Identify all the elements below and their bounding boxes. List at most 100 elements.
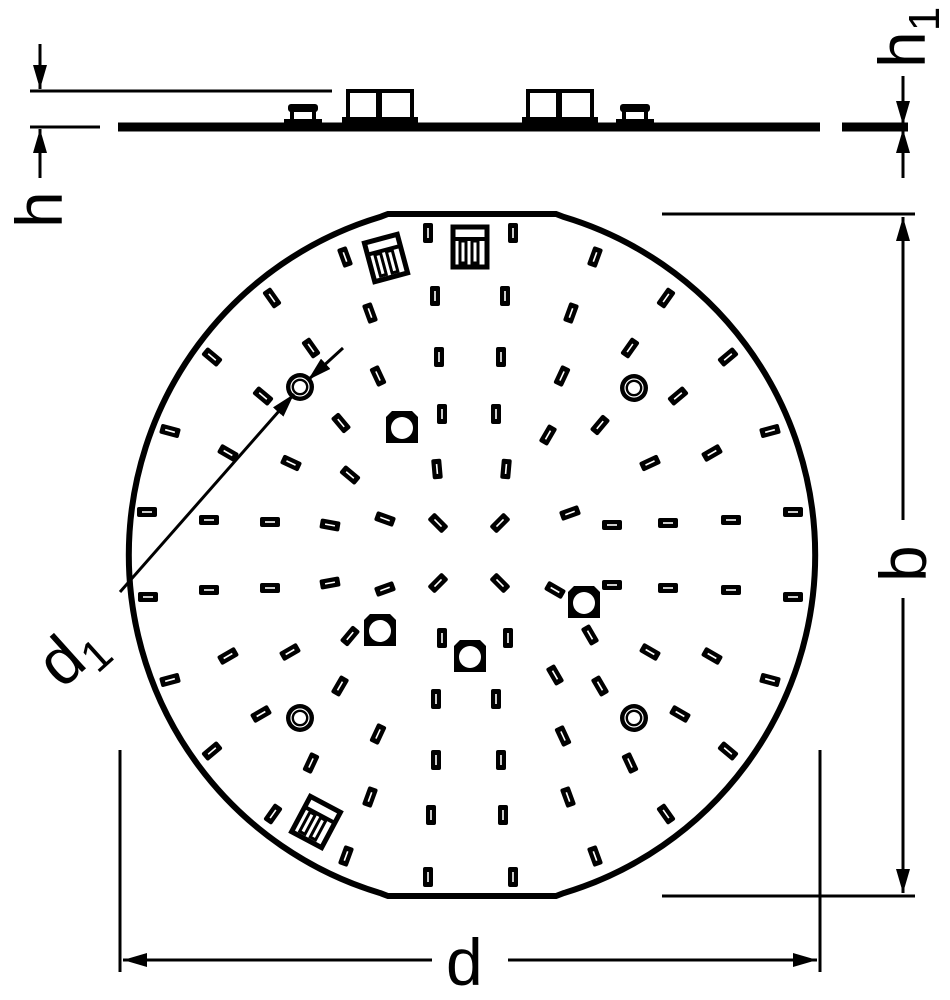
led [199, 585, 219, 595]
led [490, 513, 510, 533]
led [374, 511, 396, 527]
led [262, 287, 282, 309]
dimension-b: b [662, 212, 940, 898]
side-component-double [522, 89, 598, 124]
label-b: b [866, 545, 940, 582]
led [280, 454, 302, 472]
led [656, 803, 676, 825]
led [587, 246, 603, 268]
led [338, 845, 354, 867]
label-d: d [446, 925, 483, 999]
led [783, 592, 803, 602]
led [138, 592, 158, 602]
led [362, 786, 378, 808]
led [217, 647, 239, 665]
led [426, 805, 436, 825]
connector-icon [288, 792, 344, 852]
led [721, 515, 741, 525]
led [252, 386, 274, 406]
led [159, 673, 181, 687]
led [263, 803, 283, 825]
led [591, 675, 609, 697]
led [201, 741, 223, 761]
led [581, 624, 599, 646]
led [508, 223, 518, 243]
led [434, 347, 444, 367]
led [500, 458, 512, 480]
side-component-double [342, 89, 418, 124]
led [250, 705, 272, 723]
led [260, 583, 280, 593]
top-view: d1 b d [22, 211, 940, 999]
led [437, 404, 447, 424]
mounting-hole-icon [620, 374, 648, 402]
led [369, 723, 387, 745]
led [430, 286, 440, 306]
led [159, 424, 181, 438]
led [302, 752, 320, 774]
led [319, 576, 341, 590]
led [199, 515, 219, 525]
led [337, 246, 353, 268]
led [503, 628, 513, 648]
led [759, 673, 781, 687]
led [701, 647, 723, 665]
dimension-h: h [2, 44, 332, 228]
led [590, 414, 610, 436]
label-d1: d1 [22, 604, 122, 706]
led [620, 337, 640, 359]
led [437, 628, 447, 648]
led [331, 675, 349, 697]
led [431, 689, 441, 709]
led [587, 845, 603, 867]
connector-group [288, 224, 490, 852]
led [137, 507, 157, 517]
label-h1: h1 [865, 7, 949, 68]
led [340, 625, 360, 647]
led [602, 520, 622, 530]
side-component-small [616, 104, 654, 126]
led [658, 518, 678, 528]
led [369, 365, 387, 387]
mounting-hole-icon [620, 704, 648, 732]
led [539, 424, 557, 446]
led [491, 404, 501, 424]
led [319, 518, 341, 532]
led [301, 337, 321, 359]
led-array [137, 223, 803, 887]
led [496, 750, 506, 770]
led [783, 507, 803, 517]
led [500, 286, 510, 306]
led [560, 786, 576, 808]
connector-icon [361, 231, 411, 285]
led [656, 287, 676, 309]
led [431, 750, 441, 770]
label-h: h [2, 191, 76, 228]
led [602, 580, 622, 590]
side-view: h h1 [2, 7, 949, 228]
led [717, 741, 739, 761]
led [544, 581, 566, 599]
led [428, 573, 448, 593]
dimension-d: d [118, 750, 822, 999]
board-outline [125, 211, 819, 899]
led [217, 444, 239, 462]
solder-pad-icon [364, 614, 396, 646]
dimension-h1: h1 [865, 7, 949, 178]
led [428, 513, 448, 533]
led [431, 458, 443, 480]
led [621, 752, 639, 774]
led [508, 867, 518, 887]
led [639, 643, 661, 661]
pad-group [364, 411, 600, 672]
connector-icon [450, 224, 490, 270]
led [559, 505, 581, 521]
led [496, 347, 506, 367]
led [667, 386, 689, 406]
led [362, 302, 378, 324]
led [423, 867, 433, 887]
led [491, 689, 501, 709]
led [669, 705, 691, 723]
solder-pad-icon [568, 586, 600, 618]
